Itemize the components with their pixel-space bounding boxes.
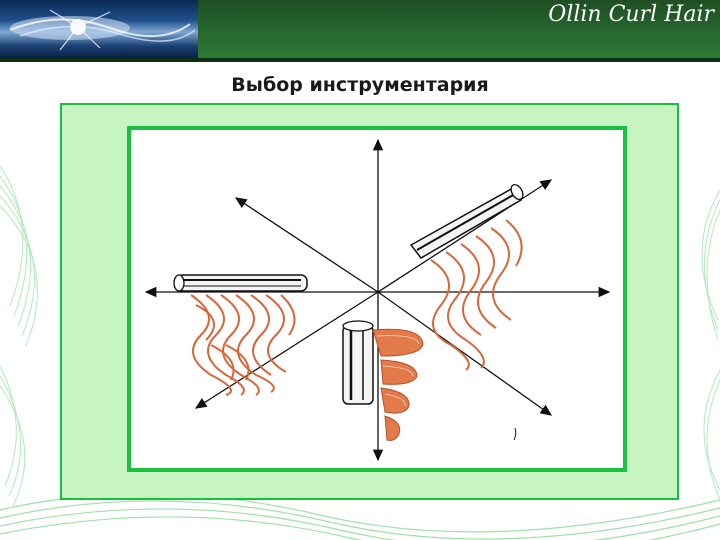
brand-title: Ollin Curl Hair [548, 2, 714, 27]
header-divider [0, 58, 720, 62]
wave-strand-right [430, 219, 523, 371]
slide-title: Выбор инструментария [231, 74, 489, 96]
spiral-curl [372, 328, 424, 441]
header-bar [198, 0, 720, 58]
header-hair-image [0, 0, 198, 58]
diagonal-roller [409, 183, 524, 259]
axis-lines [144, 138, 611, 462]
wave-strand-left [190, 294, 296, 396]
slide-header: Ollin Curl Hair [0, 0, 720, 62]
left-swirl-decoration [0, 66, 60, 540]
vertical-roller [342, 320, 374, 405]
horizontal-roller [173, 274, 308, 292]
right-swirl-decoration [680, 170, 720, 540]
curl-diagram [127, 126, 627, 472]
